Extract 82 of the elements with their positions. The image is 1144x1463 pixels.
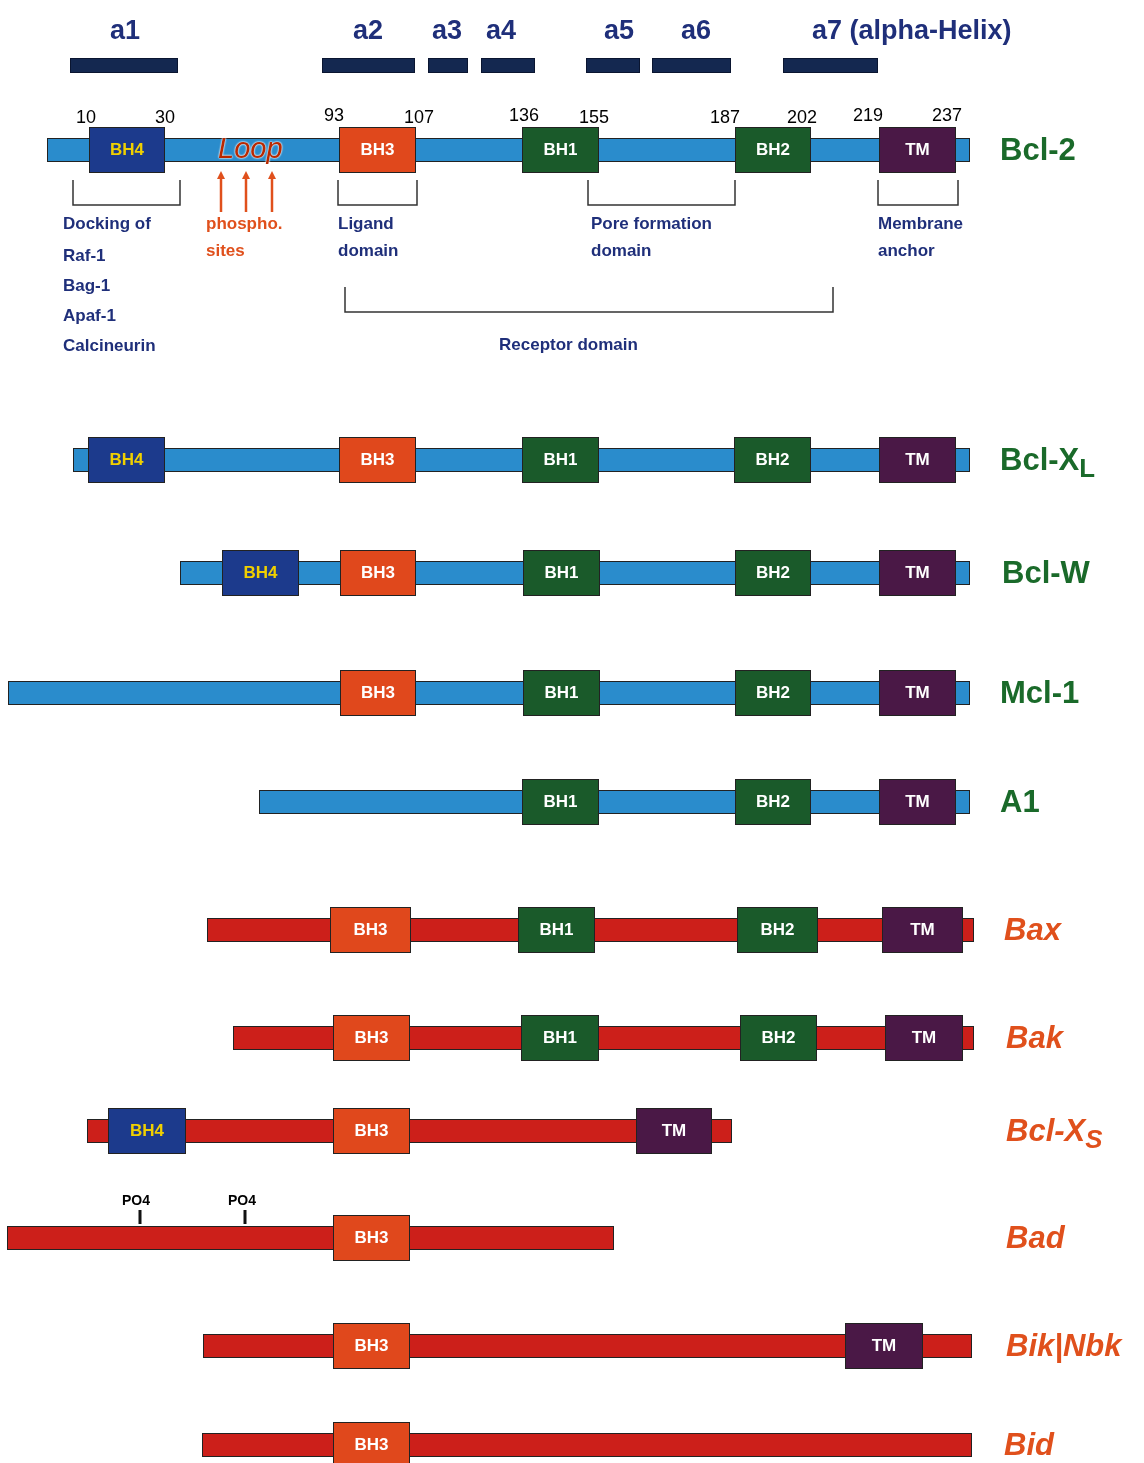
protein-name: Bax	[1004, 913, 1061, 947]
domain-note: Membrane anchor	[878, 213, 965, 262]
domain-box: BH4	[89, 127, 165, 173]
domain-box: TM	[879, 437, 956, 483]
residue-number: 155	[579, 107, 610, 127]
domain-box: TM	[879, 779, 956, 825]
arrow	[217, 171, 225, 212]
domain-box: TM	[879, 670, 956, 716]
residue-number: 107	[404, 107, 435, 127]
helix-label: a4	[486, 15, 517, 45]
domain-box: BH2	[740, 1015, 817, 1061]
loop-label: Loop	[218, 133, 283, 163]
domain-box: TM	[879, 127, 956, 173]
helix-label: a6	[681, 15, 712, 45]
helix-label: a2	[353, 15, 384, 45]
residue-number: 10	[76, 107, 97, 127]
domain-box: BH3	[340, 670, 416, 716]
helix-label: a7 (alpha-Helix)	[812, 15, 1012, 45]
domain-box: TM	[845, 1323, 923, 1369]
domain-box: BH1	[522, 127, 599, 173]
residue-number: 237	[932, 105, 963, 125]
helix-label: a5	[604, 15, 635, 45]
domain-box: TM	[636, 1108, 712, 1154]
residue-number: 187	[710, 107, 741, 127]
domain-box: BH3	[340, 550, 416, 596]
arrow	[242, 171, 250, 212]
domain-box: BH3	[330, 907, 411, 953]
domain-note: Calcineurin	[63, 335, 156, 357]
protein-name: Mcl-1	[1000, 676, 1080, 710]
domain-note: Docking of	[63, 213, 151, 235]
residue-number: 219	[853, 105, 884, 125]
domain-box: BH3	[333, 1215, 410, 1261]
domain-box: BH3	[333, 1015, 410, 1061]
domain-box: BH1	[523, 670, 600, 716]
domain-box: BH1	[521, 1015, 599, 1061]
domain-note: Raf-1	[63, 245, 106, 267]
protein-name: Bcl-2	[1000, 133, 1076, 167]
domain-box: BH2	[735, 779, 811, 825]
domain-box: BH3	[333, 1422, 410, 1463]
domain-box: BH3	[333, 1323, 410, 1369]
phosphate-label: PO4	[228, 1192, 256, 1208]
protein-bar	[202, 1433, 972, 1457]
arrow	[268, 171, 276, 212]
domain-box: BH2	[735, 127, 811, 173]
domain-box: BH3	[333, 1108, 410, 1154]
residue-number: 30	[155, 107, 176, 127]
domain-note: Bag-1	[63, 275, 111, 297]
site-label: phospho. sites	[206, 210, 302, 264]
domain-box: BH1	[522, 779, 599, 825]
protein-name: Bcl-X$_{L}$	[1000, 443, 1096, 485]
domain-box: BH2	[735, 550, 811, 596]
domain-box: BH4	[222, 550, 299, 596]
domain-box: TM	[882, 907, 963, 953]
domain-note: Pore formation domain	[591, 213, 713, 262]
protein-name: Bak	[1006, 1021, 1063, 1055]
residue-number: 93	[324, 105, 345, 125]
domain-box: BH1	[522, 437, 599, 483]
helix-label: a3	[432, 15, 463, 45]
domain-note: Ligand domain	[338, 213, 400, 262]
domain-box: BH3	[339, 437, 416, 483]
domain-box: BH2	[735, 670, 811, 716]
protein-name: Bid	[1004, 1428, 1054, 1462]
residue-number: 136	[509, 105, 540, 125]
protein-name: Bad	[1006, 1221, 1065, 1255]
protein-name: Bik|Nbk	[1006, 1329, 1122, 1363]
protein-name: Bcl-X$_{S}$	[1006, 1114, 1103, 1156]
domain-box: BH3	[339, 127, 416, 173]
domain-box: BH1	[523, 550, 600, 596]
domain-note: Apaf-1	[63, 305, 116, 327]
domain-note: Receptor domain	[499, 334, 638, 356]
protein-name: Bcl-W	[1002, 556, 1090, 590]
domain-box: TM	[885, 1015, 963, 1061]
protein-name: A1	[1000, 785, 1040, 819]
phosphate-label: PO4	[122, 1192, 150, 1208]
domain-box: TM	[879, 550, 956, 596]
residue-number: 202	[787, 107, 818, 127]
domain-box: BH4	[108, 1108, 186, 1154]
domain-box: BH2	[734, 437, 811, 483]
domain-box: BH2	[737, 907, 818, 953]
domain-box: BH1	[518, 907, 595, 953]
domain-box: BH4	[88, 437, 165, 483]
helix-label: a1	[110, 15, 141, 45]
